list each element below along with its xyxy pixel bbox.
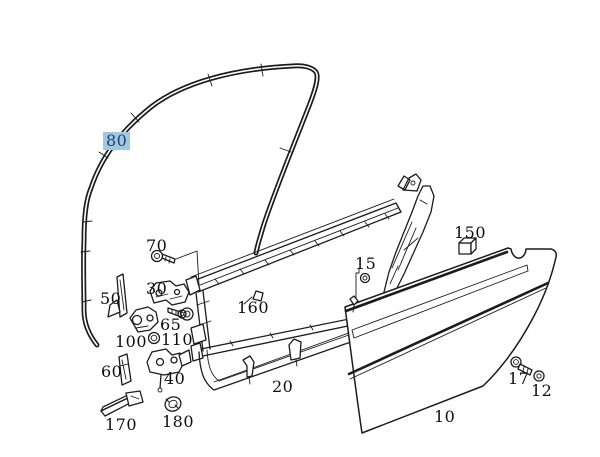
part-label-180[interactable]: 180 [162, 412, 195, 431]
part-label-160[interactable]: 160 [237, 298, 270, 317]
part-drawing-12-nut [533, 370, 545, 382]
part-label-40[interactable]: 40 [164, 369, 186, 388]
part-drawing-17-bolt [510, 356, 533, 376]
part-drawing-170-check-strap [100, 390, 144, 417]
part-label-20[interactable]: 20 [272, 377, 294, 396]
part-drawing-50-bracket [107, 273, 128, 318]
part-drawing-180-grommet [164, 396, 182, 412]
part-label-70[interactable]: 70 [146, 236, 168, 255]
part-label-65[interactable]: 65 [160, 315, 182, 334]
part-label-170[interactable]: 170 [105, 415, 138, 434]
part-drawing-100-hinge [129, 306, 159, 333]
part-label-150[interactable]: 150 [454, 223, 487, 242]
part-drawing-65-bolt [167, 307, 194, 321]
part-label-12[interactable]: 12 [531, 381, 553, 400]
part-label-10[interactable]: 10 [434, 407, 456, 426]
part-drawing-15-grommet [355, 268, 371, 299]
part-label-15[interactable]: 15 [355, 254, 377, 273]
part-drawing-160-clip [243, 290, 264, 305]
part-drawing-110-nut [147, 331, 161, 345]
part-label-110[interactable]: 110 [161, 330, 194, 349]
part-label-30[interactable]: 30 [146, 279, 168, 298]
part-drawing-150-block [458, 237, 477, 255]
part-drawing-60-bracket [118, 353, 132, 386]
part-label-50[interactable]: 50 [100, 289, 122, 308]
part-label-100[interactable]: 100 [115, 332, 148, 351]
part-label-17[interactable]: 17 [508, 369, 530, 388]
part-drawing-80-door-seal [80, 63, 320, 348]
part-drawing-70-bolt [150, 249, 200, 286]
part-drawing-40-lower-hinge [146, 348, 192, 393]
part-label-60[interactable]: 60 [101, 362, 123, 381]
part-label-80-highlighted[interactable]: 80 [103, 132, 131, 150]
part-drawing-10-outer-panel [344, 247, 557, 434]
part-drawing-30-upper-hinge [149, 280, 190, 306]
